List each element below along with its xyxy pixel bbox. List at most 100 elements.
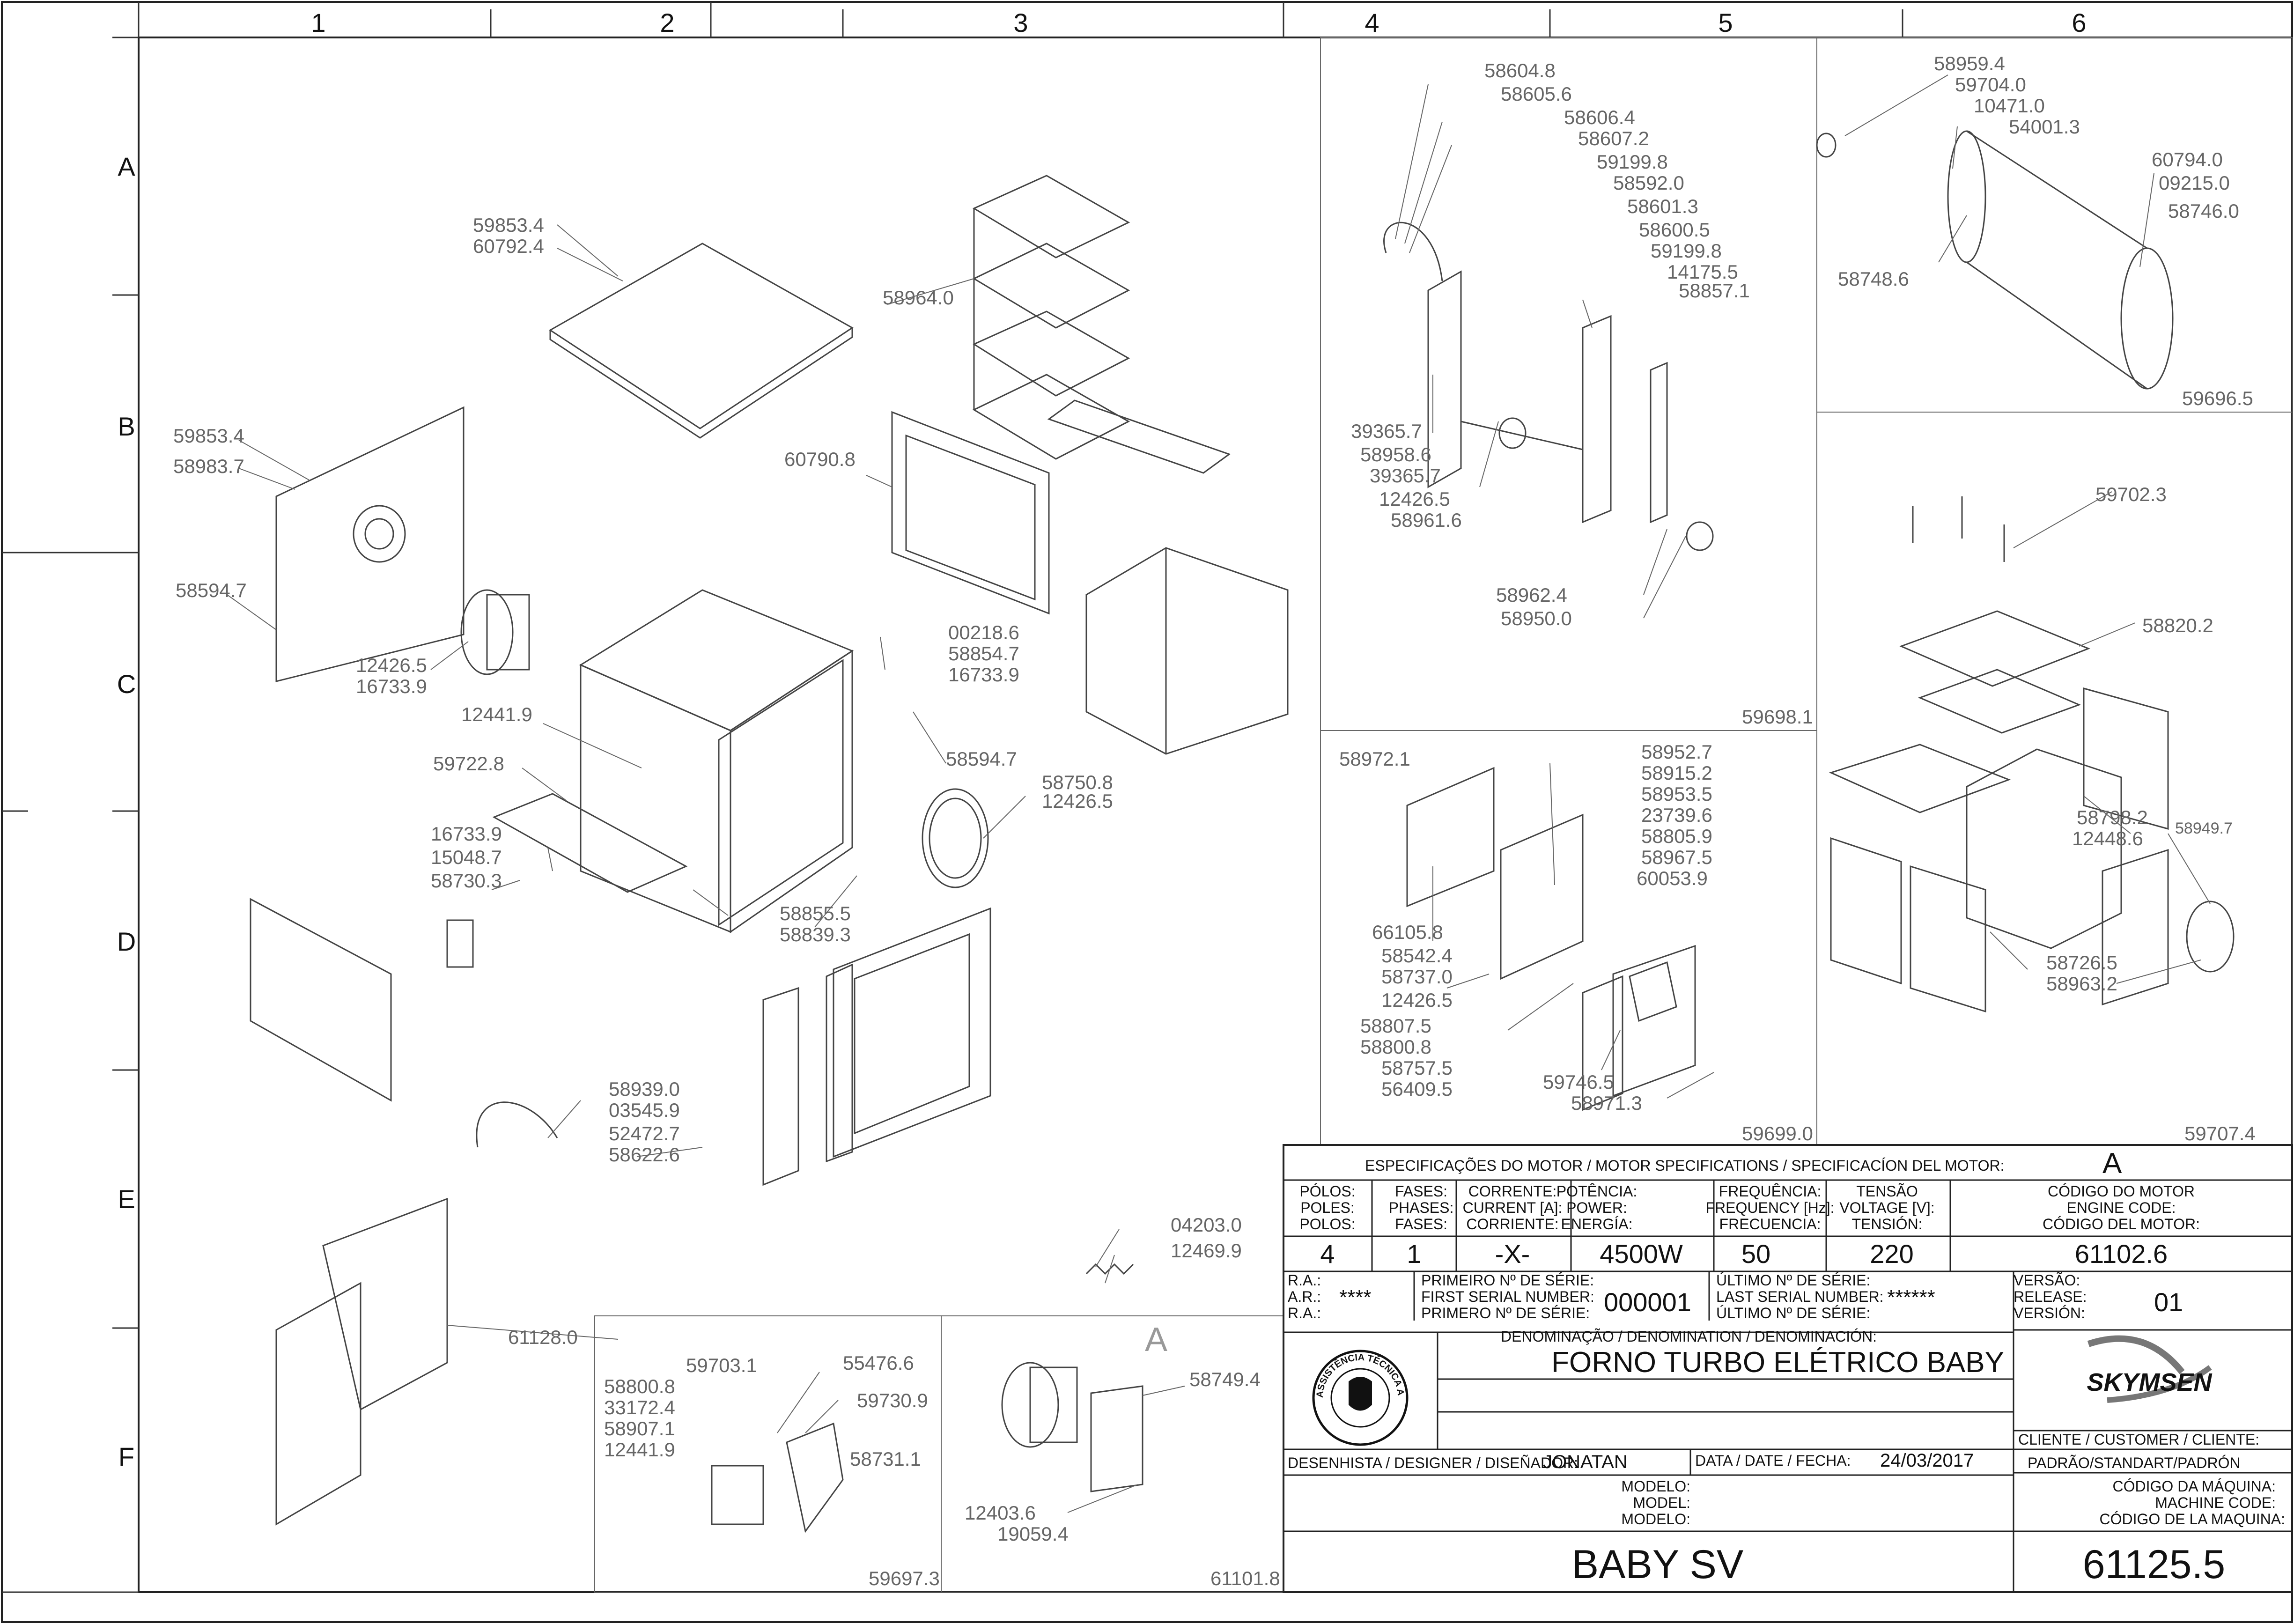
part-label: 58600.5 [1639,219,1710,241]
part-label: 58962.4 [1496,584,1567,606]
part-label: 58820.2 [2142,614,2213,636]
part-label: 00218.6 [948,621,1019,643]
phases-value: 1 [1407,1239,1421,1269]
part-label: 58907.1 [604,1417,675,1439]
part-label: 58604.8 [1484,59,1556,81]
version-label: VERSÃO: [2014,1272,2080,1289]
part-labels-chamber-group: 59702.3 58820.2 58798.2 12448.6 58949.7 … [2046,483,2233,995]
part-label: 58963.2 [2046,973,2117,995]
frequency-label: FREQUENCY [Hz]: [1706,1199,1835,1216]
ra-value: **** [1339,1286,1372,1309]
seal-text: ASSISTÊNCIA TÉCNICA AUTORIZADA [0,0,1406,1398]
phases-label: FASES: [1395,1183,1447,1200]
part-label: 23739.6 [1641,804,1712,826]
part-label: 58542.4 [1381,945,1453,967]
last-serial-label: ÚLTIMO Nº DE SÉRIE: [1716,1272,1870,1289]
part-label: 58972.1 [1339,748,1410,770]
part-label: 55476.6 [843,1352,914,1374]
engine-code-label: ENGINE CODE: [2067,1199,2176,1216]
grid-row-e: E [118,1184,135,1214]
part-label: 33172.4 [604,1396,675,1418]
view-id-2: 59696.5 [2182,387,2253,409]
part-label: 58939.0 [609,1078,680,1100]
part-label: 60794.0 [2152,148,2223,170]
part-label: 12448.6 [2072,827,2143,849]
phases-label: PHASES: [1389,1199,1454,1216]
designer-label: DESENHISTA / DESIGNER / DISEÑADOR: [1288,1454,1578,1471]
part-label: 58857.1 [1679,280,1750,302]
power-label: POWER: [1566,1199,1627,1216]
engine-code-value: 61102.6 [2075,1239,2168,1269]
model-value: BABY SV [1572,1542,1744,1587]
part-label: 58606.4 [1564,106,1635,128]
part-labels-fan-group: 58959.4 59704.0 10471.0 54001.3 60794.0 … [1838,52,2239,290]
part-label: 10471.0 [1974,95,2045,117]
poles-value: 4 [1320,1239,1335,1269]
part-label: 12441.9 [604,1439,675,1461]
grid-row-labels: A B C D E F [117,152,136,1471]
date-value: 24/03/2017 [1880,1450,1974,1471]
part-label: 66105.8 [1372,921,1443,943]
part-label: 09215.0 [2159,172,2230,194]
part-label: 58605.6 [1501,83,1572,105]
grid-col-2: 2 [660,8,674,37]
part-label: 39365.7 [1370,465,1441,487]
part-label: 58961.6 [1391,509,1462,531]
grid-col-1: 1 [311,8,325,37]
motor-spec-values: 4 1 -X- 4500W 50 220 61102.6 [1320,1239,2168,1269]
motor-spec-header: ESPECIFICAÇÕES DO MOTOR / MOTOR SPECIFIC… [1365,1157,2005,1174]
first-serial-label: PRIMERO Nº DE SÉRIE: [1421,1305,1590,1321]
model-label-line: MODELO: [1621,1511,1690,1528]
part-label: 03545.9 [609,1099,680,1121]
part-label: 58915.2 [1641,762,1712,784]
part-label: 60053.9 [1637,867,1708,889]
part-label: 16733.9 [948,664,1019,686]
voltage-value: 220 [1870,1239,1913,1269]
part-label: 59853.4 [473,214,544,236]
part-label: 12426.5 [1379,488,1450,510]
client-value: PADRÃO/STANDART/PADRÓN [2028,1454,2241,1471]
brand-name: SKYMSEN [2087,1368,2212,1396]
motor-spec-labels: PÓLOS: POLES: POLOS: FASES: PHASES: FASE… [1299,1183,2200,1233]
phases-label: FASES: [1395,1216,1447,1233]
serial-section: R.A.: A.R.: R.A.: **** PRIMEIRO Nº DE SÉ… [1288,1272,2183,1321]
part-label: 54001.3 [2009,116,2080,138]
last-serial-value: ****** [1887,1286,1935,1309]
part-label: 58746.0 [2168,200,2239,222]
first-serial-label: FIRST SERIAL NUMBER: [1421,1288,1594,1305]
part-label: 59730.9 [857,1389,928,1411]
detail-letter: A [1145,1321,1167,1358]
part-labels-bracket-group: 59703.1 55476.6 58800.8 33172.4 58907.1 … [604,1352,928,1470]
part-label: 58949.7 [2175,819,2233,837]
part-label: 59853.4 [173,425,244,447]
part-label: 58971.3 [1571,1092,1642,1114]
power-value: 4500W [1600,1239,1683,1269]
motor-letter: A [2102,1147,2122,1180]
last-serial-label: ÚLTIMO Nº DE SÉRIE: [1716,1305,1870,1321]
part-label: 58854.7 [948,642,1019,664]
view-ids: 59698.1 59696.5 59699.0 59707.4 59697.3 … [869,387,2256,1589]
last-serial-label: LAST SERIAL NUMBER: [1716,1288,1883,1305]
part-label: 16733.9 [431,823,502,845]
part-label: 58967.5 [1641,846,1712,868]
part-label: 58737.0 [1381,966,1453,988]
part-label: 59199.8 [1597,151,1668,173]
grid-row-a: A [118,152,135,181]
voltage-label: TENSÃO [1856,1183,1918,1200]
part-label: 58800.8 [604,1375,675,1397]
part-labels-door-group: 58972.1 58952.7 58915.2 58953.5 23739.6 … [1339,741,1712,1114]
engine-code-label: CÓDIGO DO MOTOR [2048,1183,2195,1200]
machine-code-label-line: MACHINE CODE: [2155,1494,2276,1511]
grid-col-3: 3 [1013,8,1028,37]
part-label: 12441.9 [461,703,532,725]
model-label: MODELO: MODEL: MODELO: [1621,1478,1690,1528]
part-label: 58607.2 [1578,127,1649,149]
part-label: 56409.5 [1381,1078,1453,1100]
part-label: 58953.5 [1641,783,1712,805]
view-id-5: 59697.3 [869,1567,940,1589]
first-serial-label: PRIMEIRO Nº DE SÉRIE: [1421,1272,1594,1289]
part-label: 58983.7 [173,455,244,477]
ra-label: R.A.: [1288,1272,1321,1289]
view-id-3: 59699.0 [1742,1122,1813,1144]
